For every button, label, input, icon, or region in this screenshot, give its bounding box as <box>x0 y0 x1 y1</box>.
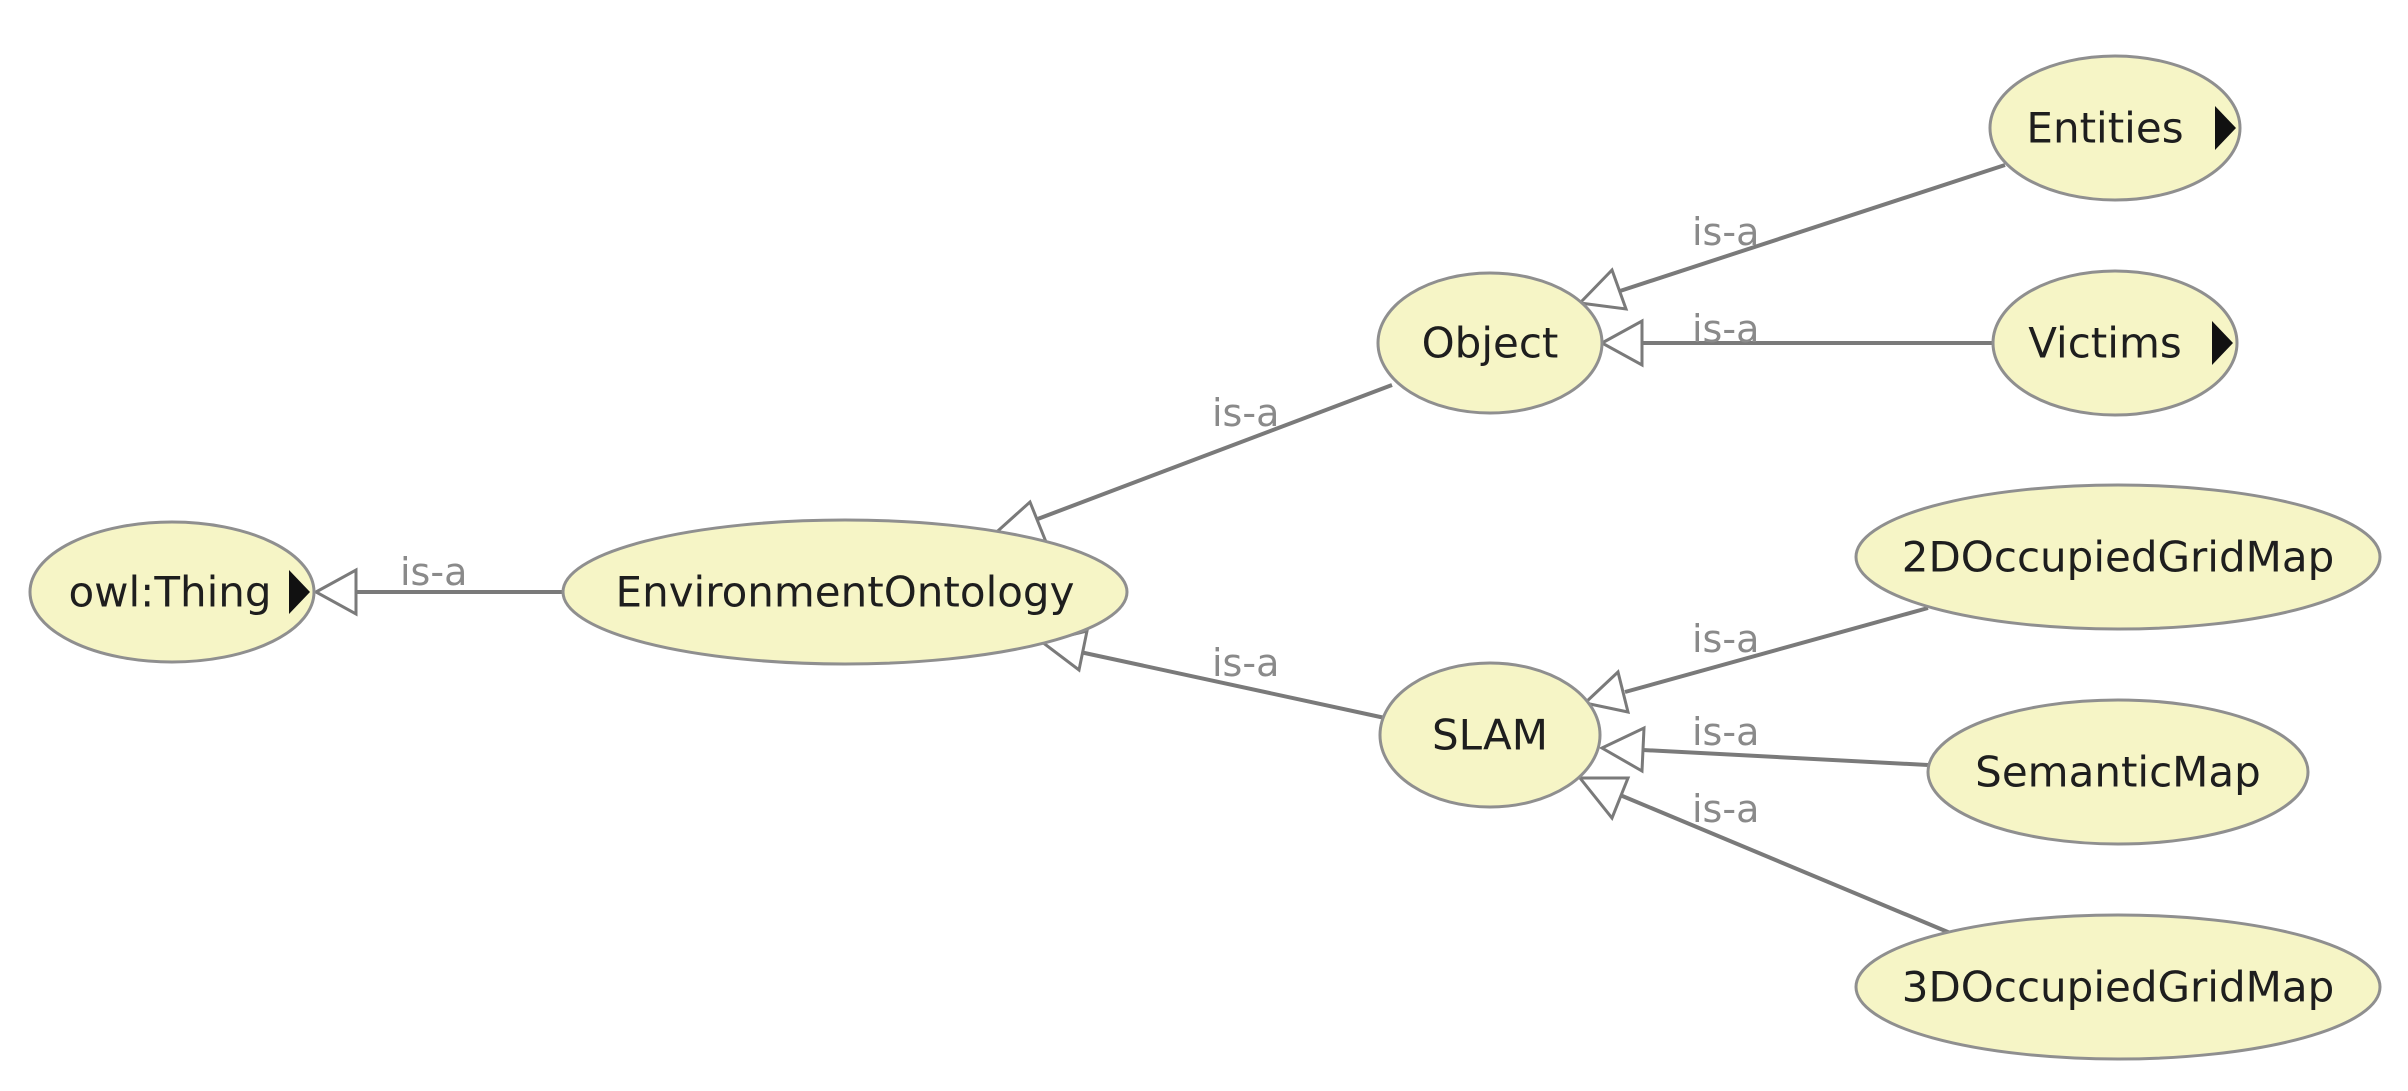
expand-arrow-icon[interactable] <box>2212 321 2233 365</box>
node-slam[interactable]: SLAM <box>1378 661 1602 809</box>
is-a-arrowhead <box>1598 318 1644 368</box>
is-a-arrowhead <box>1581 669 1631 714</box>
edge-semantic-map-to-slam: is-a <box>1598 710 1929 774</box>
edge-slam-to-environment-ontology: is-a <box>1038 628 1386 720</box>
edge-2d-occupied-grid-map-to-slam: is-a <box>1581 606 1929 714</box>
is-a-arrowhead <box>312 567 358 617</box>
edge-environment-ontology-to-owl-thing: is-a <box>312 550 565 617</box>
node-label: 2DOccupiedGridMap <box>1902 533 2335 582</box>
is-a-arrowhead <box>1598 725 1646 774</box>
is-a-arrowhead <box>1576 776 1631 821</box>
edge-label: is-a <box>1692 787 1759 831</box>
node-victims[interactable]: Victims <box>1991 269 2239 417</box>
node-label: owl:Thing <box>68 568 271 617</box>
node-environment-ontology[interactable]: EnvironmentOntology <box>561 518 1129 666</box>
edge-object-to-environment-ontology: is-a <box>986 383 1393 544</box>
edge-label: is-a <box>1212 641 1279 685</box>
edge-label: is-a <box>1692 617 1759 661</box>
node-3d-occupied-grid-map[interactable]: 3DOccupiedGridMap <box>1854 913 2382 1061</box>
edge-label: is-a <box>1212 391 1279 435</box>
expand-arrow-icon[interactable] <box>2215 106 2236 150</box>
node-entities[interactable]: Entities <box>1988 54 2242 202</box>
edge-3d-occupied-grid-map-to-slam: is-a <box>1576 776 1956 937</box>
is-a-arrowhead <box>1576 267 1629 311</box>
edge-victims-to-object: is-a <box>1598 307 1995 368</box>
node-label: Victims <box>2028 319 2182 368</box>
edge-label: is-a <box>1692 210 1759 254</box>
node-object[interactable]: Object <box>1376 271 1604 415</box>
node-label: SLAM <box>1432 711 1548 760</box>
node-semantic-map[interactable]: SemanticMap <box>1926 698 2310 846</box>
node-label: 3DOccupiedGridMap <box>1902 963 2335 1012</box>
node-2d-occupied-grid-map[interactable]: 2DOccupiedGridMap <box>1854 483 2382 631</box>
edge-entities-to-object: is-a <box>1576 163 2006 311</box>
node-label: Object <box>1422 319 1559 368</box>
edge-label: is-a <box>1692 307 1759 351</box>
expand-arrow-icon[interactable] <box>289 570 310 614</box>
node-label: EnvironmentOntology <box>616 568 1075 617</box>
edge-label: is-a <box>400 550 467 594</box>
node-owl-thing[interactable]: owl:Thing <box>28 520 316 664</box>
node-label: Entities <box>2026 104 2183 153</box>
node-label: SemanticMap <box>1975 748 2261 797</box>
edge-label: is-a <box>1692 710 1759 754</box>
